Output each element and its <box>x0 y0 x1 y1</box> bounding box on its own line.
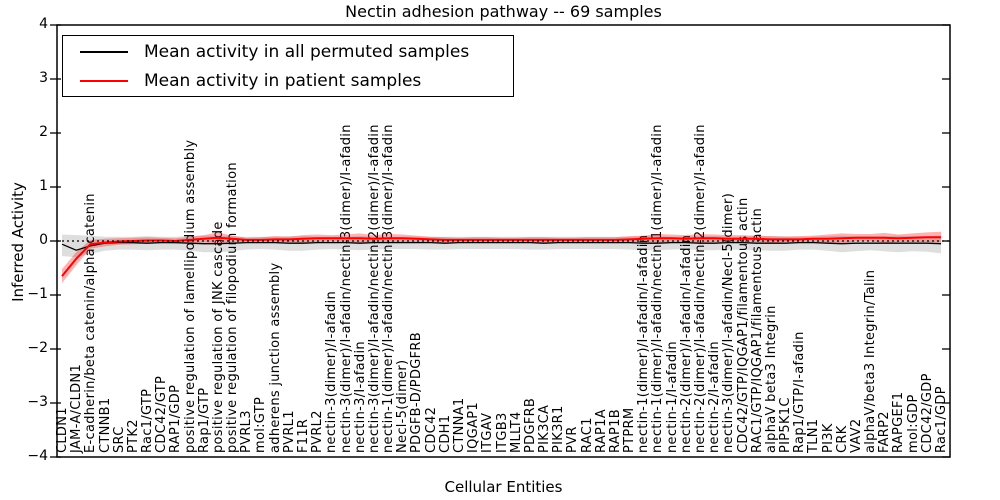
x-tick-label: PVR <box>565 426 581 453</box>
x-tick-label: F11R <box>296 418 312 453</box>
x-tick-label: PI3K <box>820 423 836 453</box>
x-tick-label: CDC42/GDP <box>919 373 935 453</box>
x-tick-label: CTNNA1 <box>451 397 467 453</box>
x-tick-label: VAV2 <box>848 418 864 454</box>
y-tick-label: −3 <box>27 394 48 410</box>
x-tick-label: E-cadherin/beta catenin/alpha catenin <box>83 193 99 453</box>
x-tick-label: PTPRM <box>622 407 638 453</box>
x-tick-label: PTK2 <box>125 419 141 453</box>
legend-item-patient: Mean activity in patient samples <box>63 67 513 94</box>
y-tick-label: 0 <box>39 232 48 248</box>
x-tick-label: nectin-2(dimer)/I-afadin/nectin-2(dimer)… <box>692 124 708 453</box>
x-tick-label: Rap1/GTP/I-afadin <box>792 331 808 453</box>
chart-title: Nectin adhesion pathway -- 69 samples <box>345 2 662 21</box>
x-tick-label: CRK <box>834 425 850 453</box>
x-tick-label: RAPGEF1 <box>891 391 907 453</box>
legend-label-permuted: Mean activity in all permuted samples <box>144 41 470 62</box>
x-tick-label: nectin-3(dimer)/I-afadin <box>324 290 340 453</box>
x-tick-label: Rac1/GTP <box>140 388 156 453</box>
x-tick-label: CDC42/GTP <box>154 375 170 453</box>
x-tick-label: CTNNB1 <box>97 397 113 453</box>
x-tick-label: CDC42/GTP/IQGAP1/filamentous actin <box>735 197 751 453</box>
x-tick-label: positive regulation of filopodium format… <box>225 162 241 453</box>
y-tick-label: 1 <box>39 178 48 194</box>
legend-item-permuted: Mean activity in all permuted samples <box>63 38 513 65</box>
x-tick-label: nectin-3(dimer)/I-afadin/Necl-5(dimer) <box>721 192 737 453</box>
x-tick-label: SRC <box>111 426 127 453</box>
x-tick-label: nectin-3/I-afadin <box>352 341 368 453</box>
patient-line-swatch <box>80 79 128 82</box>
x-tick-label: Rac1/GDP <box>934 386 949 453</box>
x-tick-label: positive regulation of JNK cascade <box>210 221 226 453</box>
x-tick-label: positive regulation of lamellipodium ass… <box>182 139 198 453</box>
x-tick-label: RAC1/GTP/IQGAP1/filamentous actin <box>749 207 765 453</box>
x-tick-label: RAP1B <box>607 409 623 453</box>
x-tick-label: MLLT4 <box>508 411 524 453</box>
x-tick-label: IQGAP1 <box>466 402 482 453</box>
x-tick-label: ITGB3 <box>494 412 510 453</box>
x-tick-label: CDC42 <box>423 406 439 453</box>
x-tick-label: nectin-3(dimer)/I-afadin/nectin-3(dimer)… <box>338 124 354 453</box>
x-tick-label: CDH1 <box>437 414 453 453</box>
legend: Mean activity in all permuted samples Me… <box>62 35 514 97</box>
x-tick-label: PVRL2 <box>310 410 326 453</box>
x-tick-label: nectin-1(dimer)/I-afadin/nectin-1(dimer)… <box>650 124 666 453</box>
x-tick-label: PDGFRB <box>522 397 538 453</box>
y-axis-title: Inferred Activity <box>9 182 27 302</box>
x-tick-label: PIP5K1C <box>778 397 794 453</box>
x-tick-label: CLDN1 <box>55 407 70 453</box>
y-tick-label: −2 <box>27 340 48 356</box>
x-tick-label: RAC1 <box>579 417 595 453</box>
permuted-line-swatch <box>80 50 128 53</box>
x-tick-label: PIK3R1 <box>551 405 567 453</box>
x-tick-label: alphaV beta3 Integrin <box>763 305 779 453</box>
y-tick-label: −1 <box>27 286 48 302</box>
x-tick-label: nectin-3(dimer)/I-afadin/nectin-2(dimer)… <box>366 124 382 453</box>
x-tick-label: PDGFB-D/PDGFRB <box>409 332 425 453</box>
x-tick-label: nectin-1/I-afadin <box>664 341 680 453</box>
x-tick-label: adherens junction assembly <box>267 262 283 453</box>
x-tick-label: nectin-1(dimer)/I-afadin/nectin-3(dimer)… <box>381 124 397 453</box>
x-tick-label: PIK3CA <box>537 404 553 453</box>
x-tick-label: ITGAV <box>480 412 496 453</box>
x-tick-label: RAP1A <box>593 409 609 453</box>
x-tick-label: mol:GTP <box>253 396 269 453</box>
x-tick-label: nectin-2(dimer)/I-afadin/I-afadin <box>678 234 694 453</box>
y-tick-label: 2 <box>39 124 48 140</box>
x-tick-label: Necl-5(dimer) <box>395 359 411 453</box>
x-tick-label: RAP1/GDP <box>168 384 184 453</box>
x-tick-label: JAM-A/CLDN1 <box>69 363 85 453</box>
x-tick-label: nectin-2/I-afadin <box>707 341 723 453</box>
x-tick-label: alphaV/beta3 Integrin/Talin <box>863 269 879 453</box>
x-tick-label: TLN1 <box>806 418 822 453</box>
x-axis-title: Cellular Entities <box>444 478 563 496</box>
y-tick-label: −4 <box>27 448 48 464</box>
x-tick-label: mol:GDP <box>905 394 921 453</box>
legend-label-patient: Mean activity in patient samples <box>144 70 422 91</box>
x-tick-label: PVRL1 <box>281 410 297 453</box>
x-tick-label: Rap1/GTP <box>196 387 212 453</box>
y-tick-label: 3 <box>39 70 48 86</box>
y-tick-label: 4 <box>39 16 48 32</box>
